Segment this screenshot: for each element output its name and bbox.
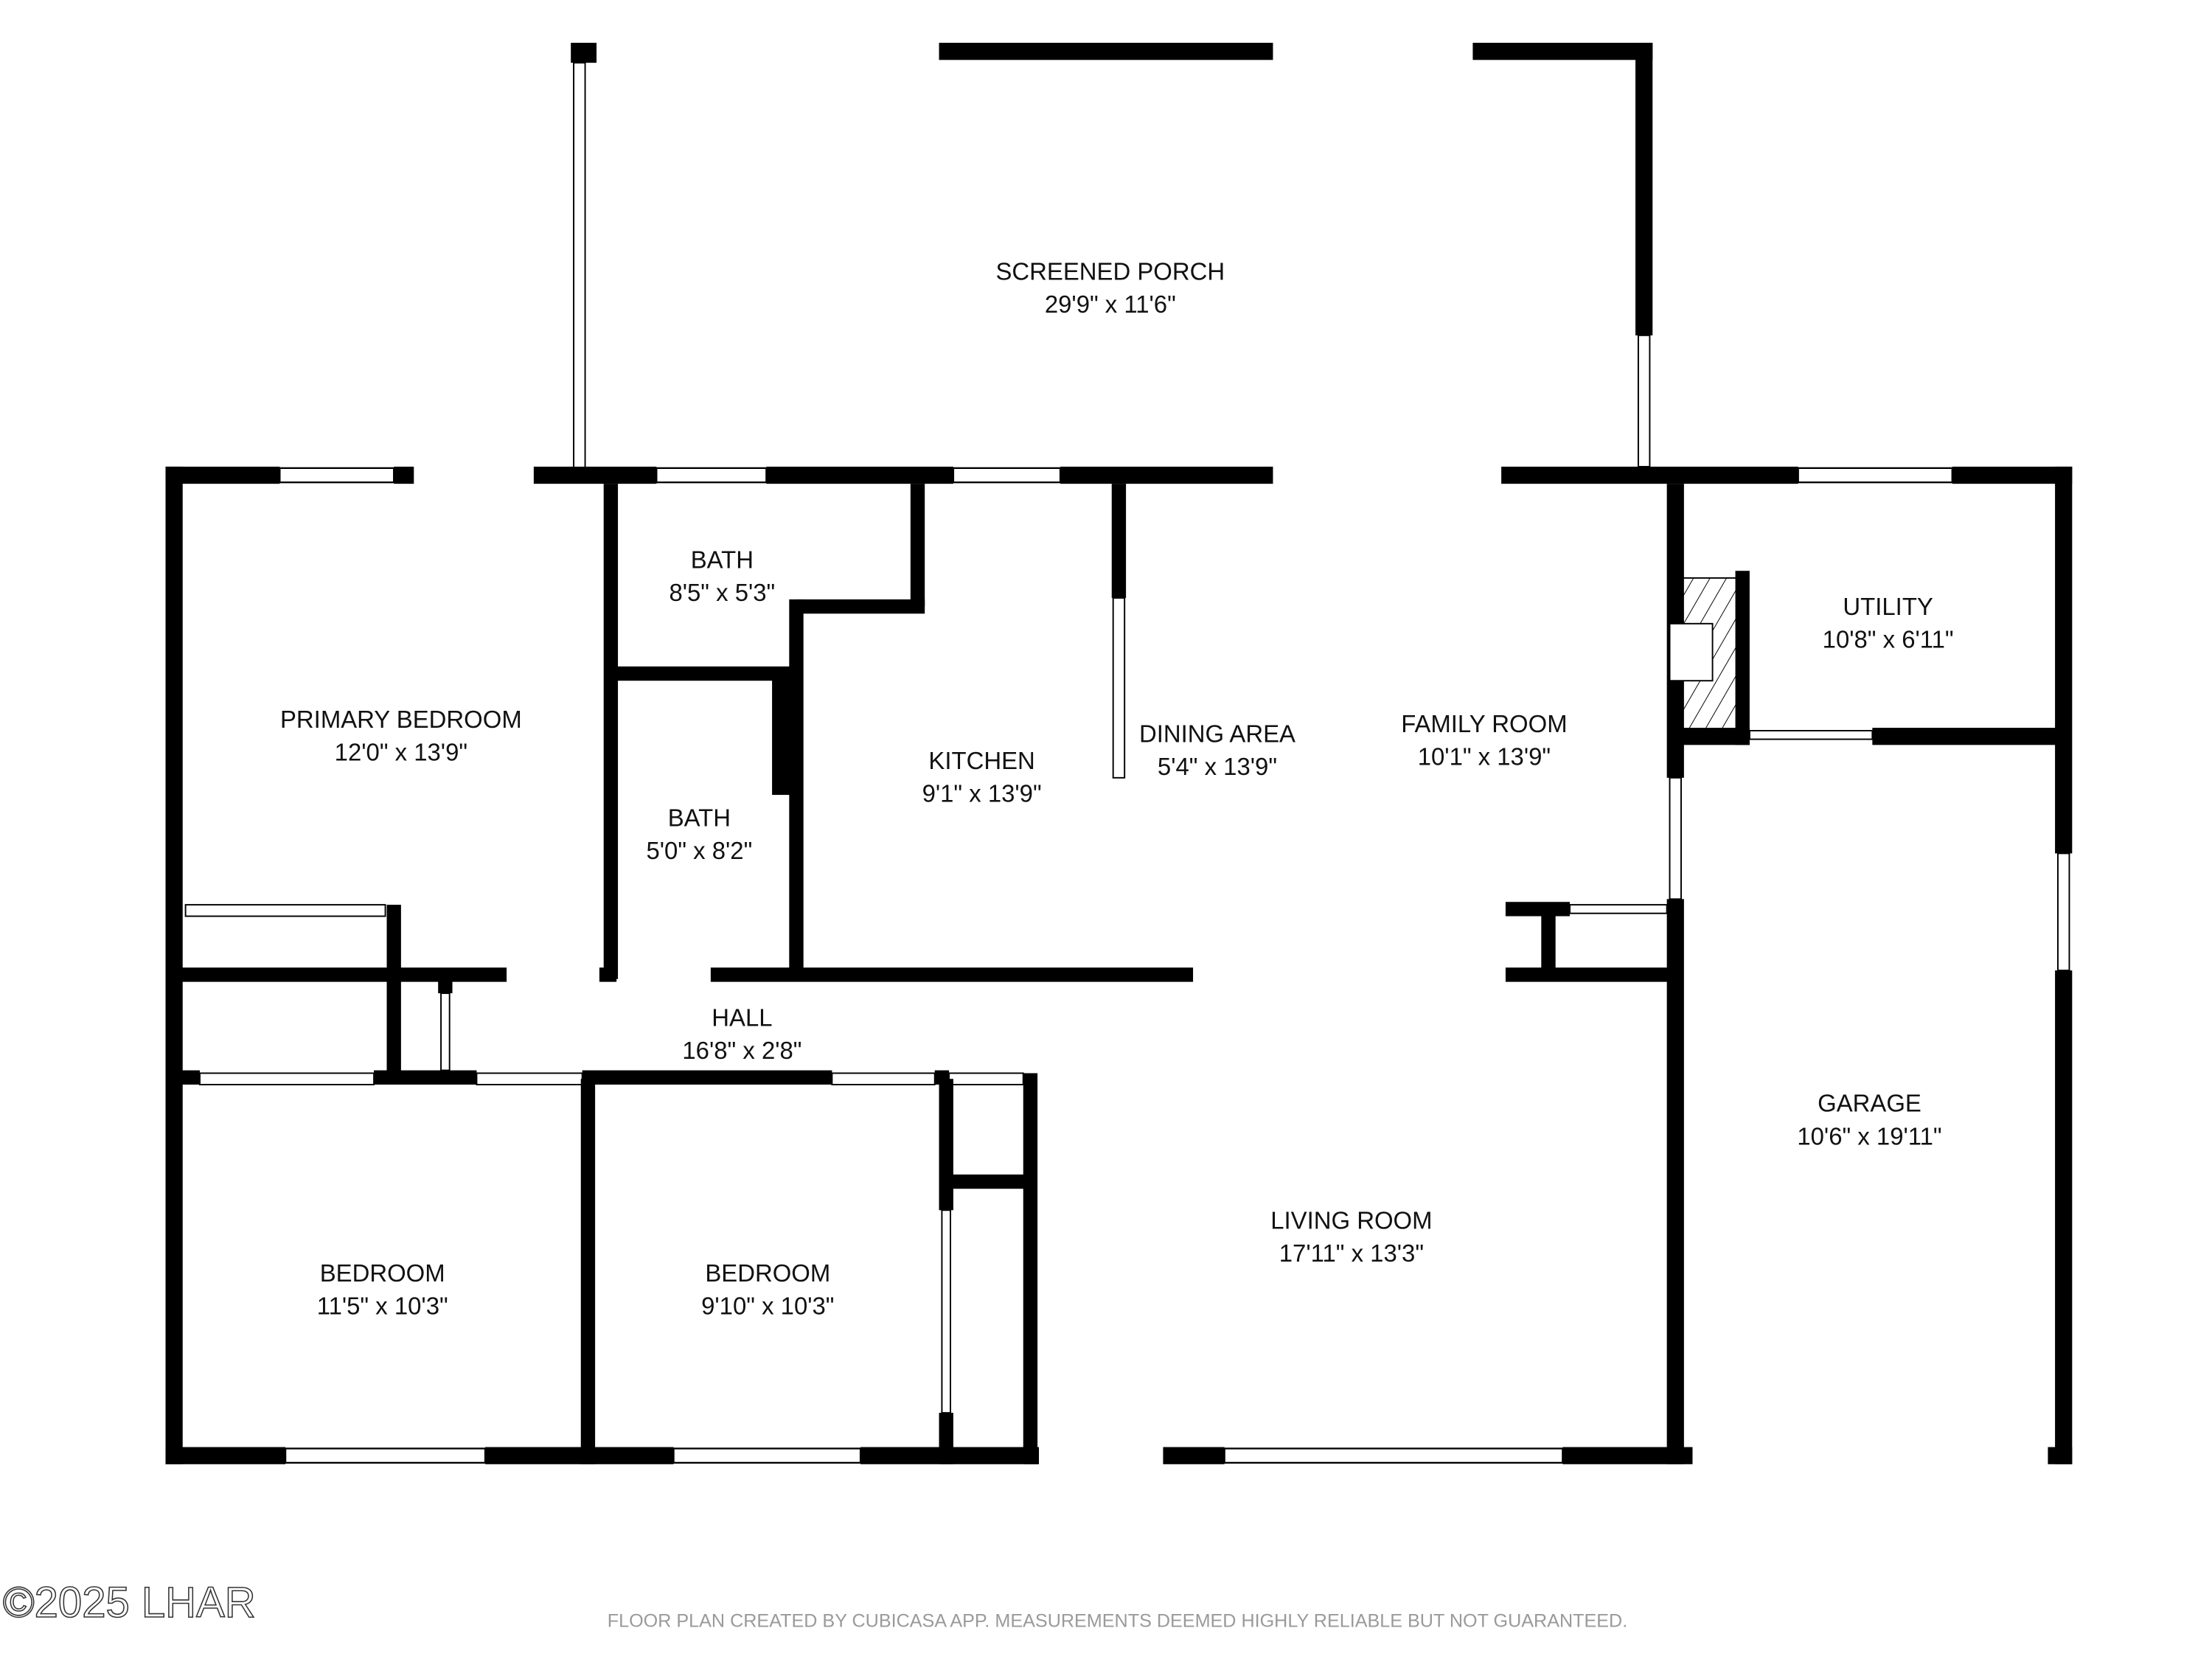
room-name: PRIMARY BEDROOM [280,706,522,733]
room-size: 12'0" x 13'9" [335,739,467,766]
room-size: 5'4" x 13'9" [1158,753,1277,780]
room-size: 8'5" x 5'3" [669,579,775,606]
room-name: KITCHEN [928,747,1034,774]
room-name: BEDROOM [320,1259,445,1287]
room-name: UTILITY [1843,593,1933,620]
room-size: 10'1" x 13'9" [1418,742,1551,770]
room-name: BEDROOM [705,1259,830,1287]
room-size: 10'8" x 6'11" [1823,626,1954,653]
room-name: HALL [712,1004,772,1032]
room-size: 10'6" x 19'11" [1797,1122,1941,1150]
room-name: GARAGE [1818,1090,1921,1117]
room-name: LIVING ROOM [1270,1206,1432,1234]
room-size: 29'9" x 11'6" [1045,291,1176,318]
room-name: FAMILY ROOM [1401,710,1567,737]
room-size: 5'0" x 8'2" [646,837,752,864]
walls [165,43,2073,1464]
room-name: BATH [691,546,754,573]
room-labels: SCREENED PORCH 29'9" x 11'6" BATH 8'5" x… [280,257,1954,1319]
room-size: 11'5" x 10'3" [317,1293,448,1320]
room-size: 16'8" x 2'8" [682,1037,801,1064]
room-name: BATH [668,804,731,832]
footer-disclaimer: FLOOR PLAN CREATED BY CUBICASA APP. MEAS… [608,1610,1627,1631]
room-size: 17'11" x 13'3" [1279,1239,1424,1267]
room-name: SCREENED PORCH [995,257,1225,285]
room-size: 9'1" x 13'9" [922,780,1042,807]
watermark: ©2025 LHAR [3,1579,256,1627]
room-name: DINING AREA [1139,720,1295,747]
room-size: 9'10" x 10'3" [701,1293,834,1320]
